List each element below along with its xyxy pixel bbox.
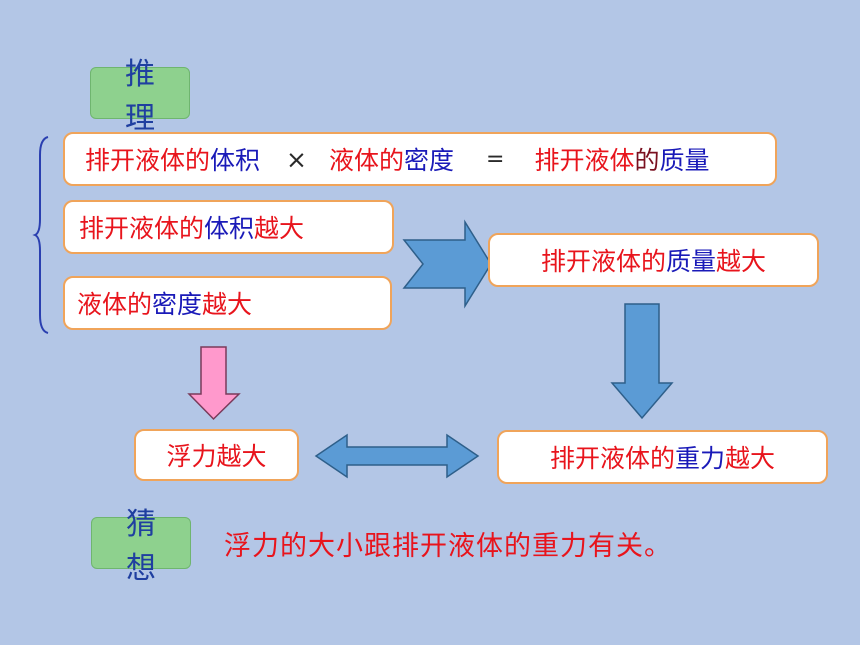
formula-part-4: 密度 bbox=[404, 146, 455, 175]
buoyancy-box: 浮力越大 bbox=[134, 429, 299, 481]
formula-part-5: 排开液体 bbox=[534, 146, 635, 175]
reasoning-tag: 推理 bbox=[90, 57, 190, 136]
equals-sign: = bbox=[486, 146, 505, 172]
mass-part-2: 质量 bbox=[665, 247, 716, 276]
down-arrow-icon bbox=[610, 303, 674, 420]
guess-tag: 猜想 bbox=[91, 507, 191, 586]
conclusion-text: 浮力的大小跟排开液体的重力有关。 bbox=[224, 531, 672, 562]
buoyancy-label: 浮力越大 bbox=[166, 442, 267, 471]
weight-part-2: 重力 bbox=[674, 444, 725, 473]
density-part-1: 液体的 bbox=[77, 290, 153, 319]
volume-part-1: 排开液体的 bbox=[79, 214, 205, 243]
formula-part-3: 液体的 bbox=[328, 146, 404, 175]
volume-box: 排开液体的 体积 越大 bbox=[63, 200, 394, 254]
mass-box: 排开液体的 质量 越大 bbox=[488, 233, 819, 287]
density-part-2: 密度 bbox=[152, 290, 203, 319]
volume-part-2: 体积 bbox=[204, 214, 255, 243]
weight-part-3: 越大 bbox=[725, 444, 776, 473]
mass-part-3: 越大 bbox=[716, 247, 767, 276]
formula-part-6: 的 bbox=[634, 146, 660, 175]
formula-part-1: 排开液体的 bbox=[85, 146, 211, 175]
guess-tag-label: 猜想 bbox=[126, 507, 170, 586]
reasoning-tag-label: 推理 bbox=[125, 57, 169, 136]
density-box: 液体的 密度 越大 bbox=[63, 276, 392, 330]
pink-down-arrow-icon bbox=[187, 346, 241, 421]
weight-box: 排开液体的 重力 越大 bbox=[497, 430, 828, 484]
volume-part-3: 越大 bbox=[254, 214, 305, 243]
times-sign: × bbox=[286, 144, 307, 174]
formula-part-7: 质量 bbox=[659, 146, 710, 175]
density-part-3: 越大 bbox=[202, 290, 253, 319]
formula-box: 排开液体的 体积 × 液体的 密度 = 排开液体 的 质量 bbox=[63, 132, 777, 186]
weight-part-1: 排开液体的 bbox=[549, 444, 675, 473]
formula-part-2: 体积 bbox=[210, 146, 261, 175]
right-arrow-icon bbox=[402, 219, 492, 309]
left-brace bbox=[32, 136, 49, 334]
mass-part-1: 排开液体的 bbox=[540, 247, 666, 276]
double-arrow-icon bbox=[314, 433, 480, 479]
